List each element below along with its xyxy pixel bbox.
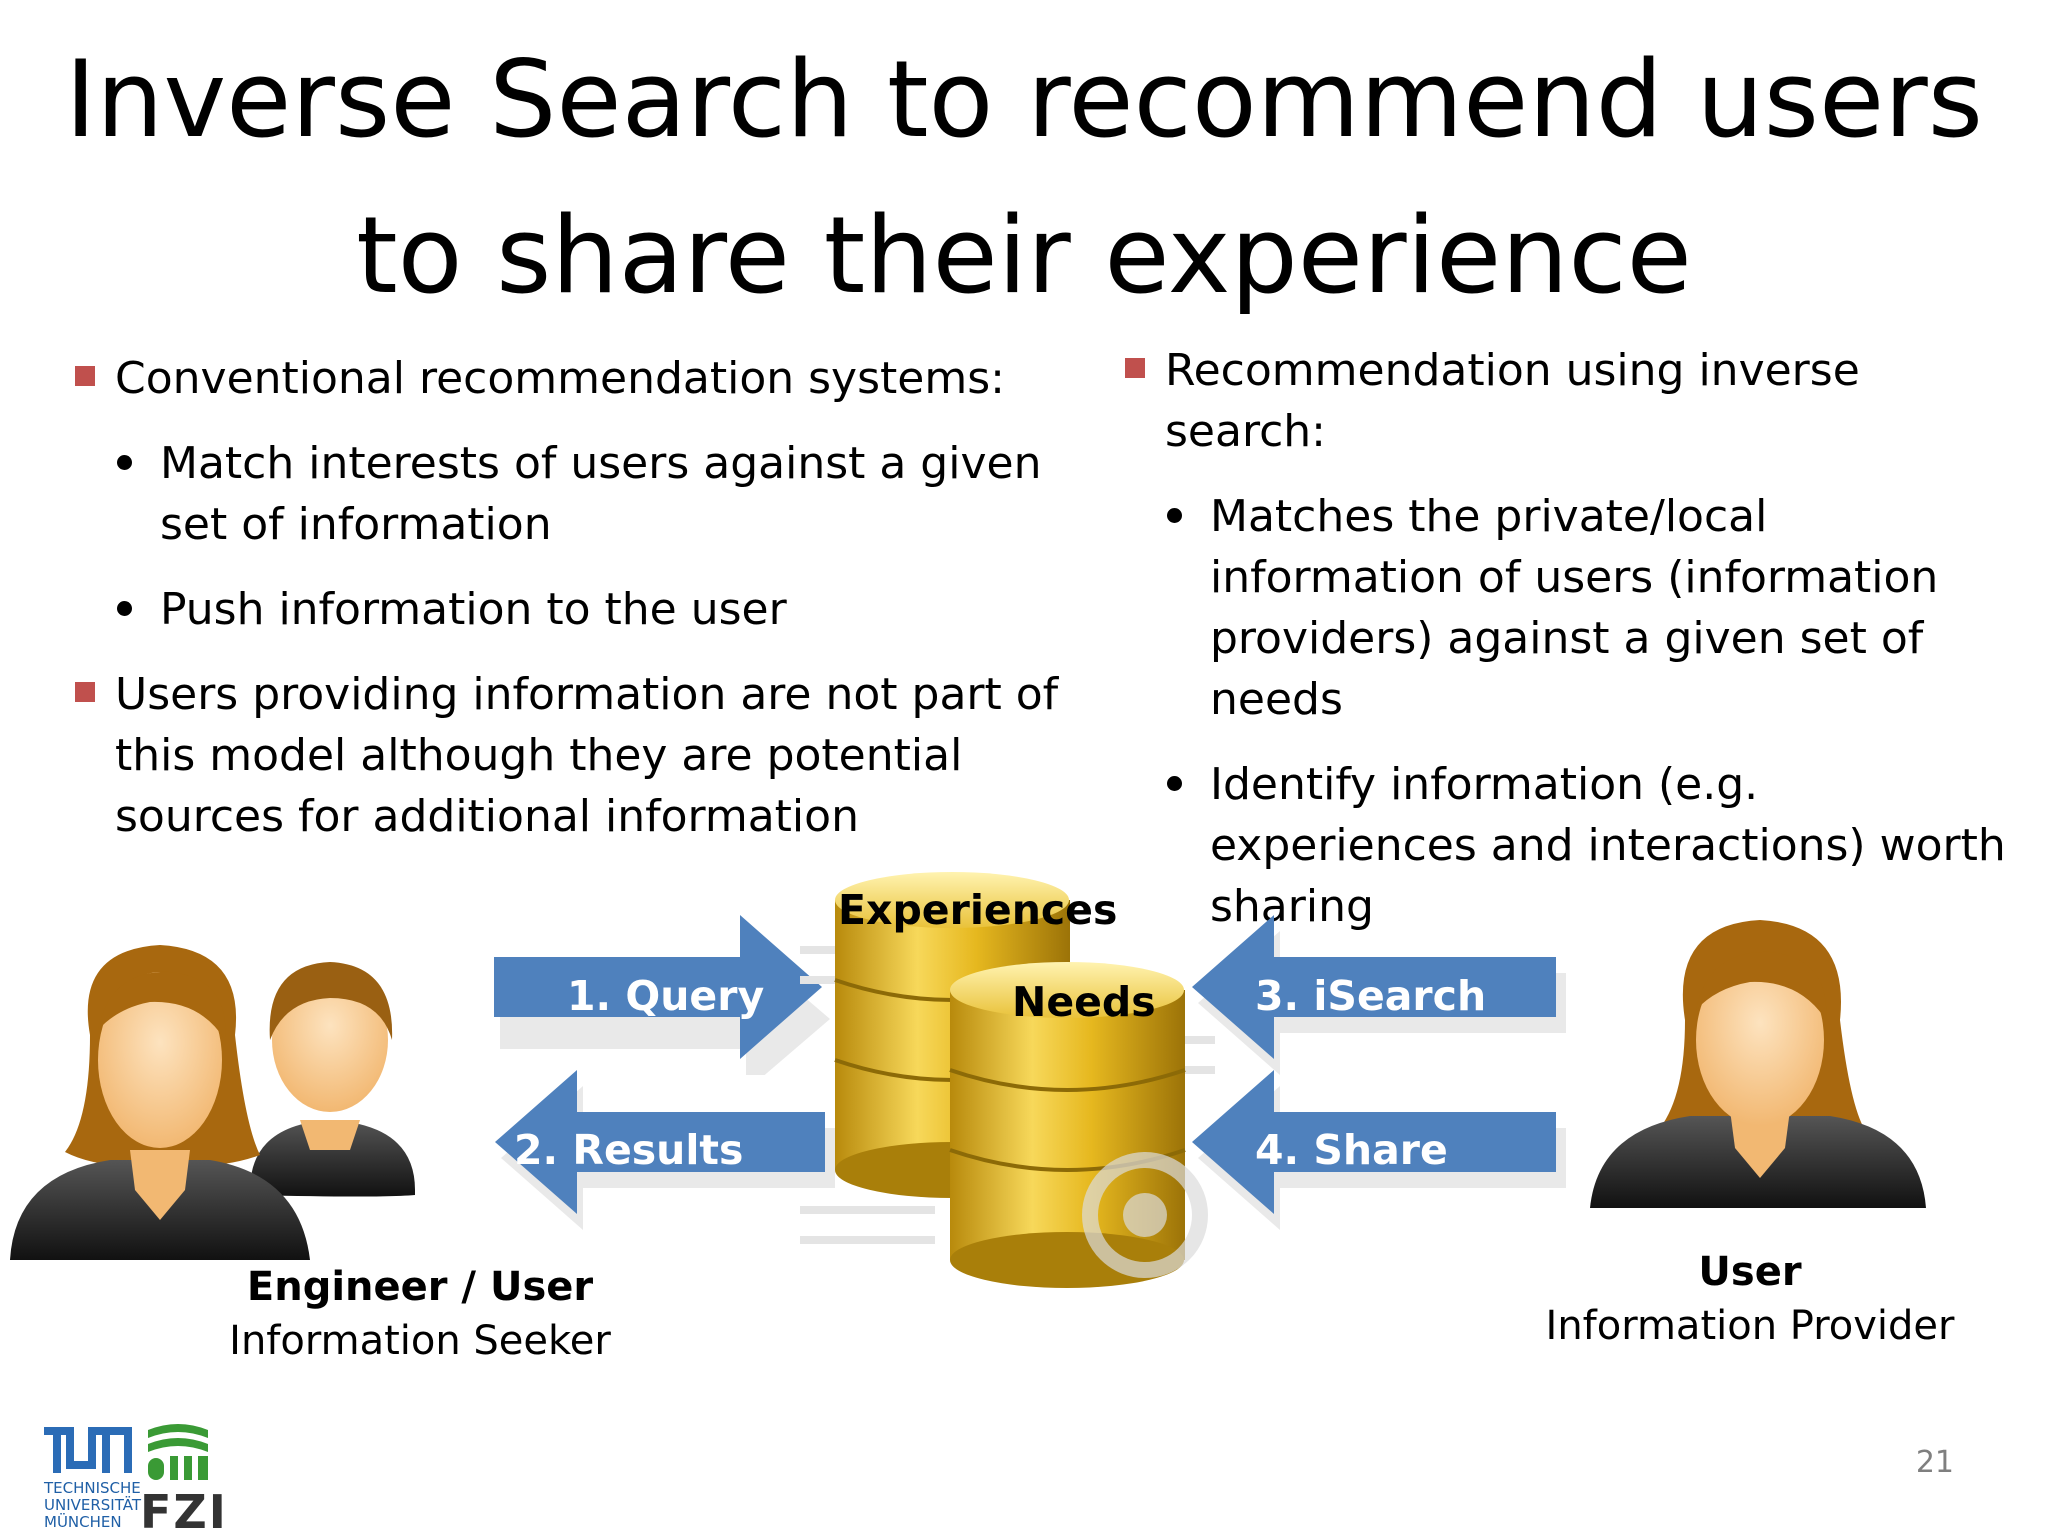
sub-bullet-matches-private: Matches the private/local information of… — [1125, 486, 2030, 730]
bullet-users-providing: Users providing information are not part… — [75, 664, 1075, 847]
experiences-label: Experiences — [838, 886, 1118, 934]
provider-description: Information Provider — [1545, 1303, 1955, 1349]
provider-role: User — [1698, 1249, 1802, 1295]
share-arrow — [1192, 1070, 1566, 1230]
tum-logo — [44, 1427, 132, 1473]
seeker-avatars-icon — [10, 945, 415, 1260]
page-number: 21 — [1915, 1445, 1954, 1480]
round-bullet-icon — [1167, 776, 1182, 791]
woman-face — [98, 972, 222, 1148]
square-bullet-icon — [75, 682, 95, 702]
query-arrow-label: 1. Query — [567, 972, 765, 1020]
slide-title: Inverse Search to recommend users to sha… — [0, 22, 2048, 334]
isearch-arrow-label: 3. iSearch — [1255, 972, 1487, 1020]
sub-bullet-match-interests: Match interests of users against a given… — [75, 433, 1075, 555]
fzi-logo — [148, 1424, 208, 1480]
round-bullet-icon — [1167, 508, 1182, 523]
bullet-conventional: Conventional recommendation systems: — [75, 348, 1075, 409]
man-shirt — [250, 1120, 415, 1197]
provider-caption: User Information Provider — [1540, 1245, 1960, 1353]
query-arrow — [494, 915, 830, 1075]
needs-label: Needs — [1012, 978, 1156, 1026]
right-bullet-list: Recommendation using inverse search: Mat… — [1125, 340, 2030, 937]
tum-logo-text: TECHNISCHE UNIVERSITÄT MÜNCHEN — [44, 1479, 141, 1531]
title-line-2: to share their experience — [356, 194, 1692, 317]
seeker-caption: Engineer / User Information Seeker — [220, 1260, 620, 1368]
round-bullet-icon — [117, 601, 132, 616]
sub-bullet-identify-information: Identify information (e.g. experiences a… — [1125, 754, 2030, 937]
sub-bullet-push-information: Push information to the user — [75, 579, 1075, 640]
bullet-inverse-search: Recommendation using inverse search: — [1125, 340, 2030, 462]
isearch-arrow — [1192, 915, 1566, 1075]
title-line-1: Inverse Search to recommend users — [65, 38, 1983, 161]
man-hair — [269, 962, 393, 1040]
fzi-logo-text: FZI — [140, 1485, 228, 1539]
results-arrow — [495, 1070, 835, 1230]
results-arrow-label: 2. Results — [514, 1126, 744, 1174]
needs-cylinder — [949, 962, 1208, 1288]
seeker-role: Engineer / User — [246, 1264, 594, 1310]
round-bullet-icon — [117, 455, 132, 470]
square-bullet-icon — [75, 366, 95, 386]
left-bullet-list: Conventional recommendation systems: Mat… — [75, 348, 1075, 847]
seeker-description: Information Seeker — [229, 1318, 611, 1364]
databases-icon — [800, 872, 1215, 1288]
square-bullet-icon — [1125, 358, 1145, 378]
share-arrow-label: 4. Share — [1255, 1126, 1448, 1174]
provider-avatar-icon — [1590, 920, 1926, 1208]
